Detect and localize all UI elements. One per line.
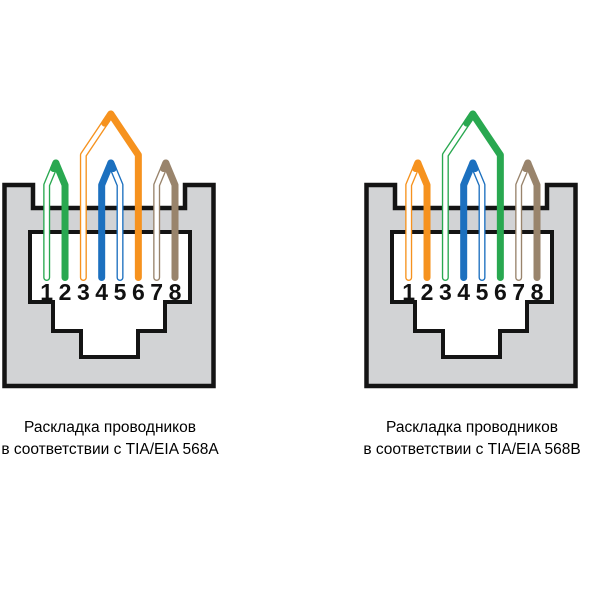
caption-568a-line-1: Раскладка проводников [24, 419, 196, 436]
pin-number-5: 5 [476, 279, 489, 305]
wire-pin-3-white-orange-white-core [81, 111, 114, 280]
pin-number-8: 8 [169, 279, 182, 305]
pin-number-5: 5 [114, 279, 127, 305]
pin-number-6: 6 [494, 279, 507, 305]
wire-pin-6-green [463, 110, 504, 281]
pin-number-4: 4 [95, 279, 108, 305]
caption-568b-line-2: в соответствии с TIA/EIA 568B [363, 440, 581, 458]
pin-number-1: 1 [402, 279, 415, 305]
caption-568b: Раскладка проводников в соответствии с T… [322, 417, 600, 460]
connector-cavity [28, 230, 192, 359]
connector-cavity [390, 230, 554, 359]
caption-568a: Раскладка проводников в соответствии с T… [0, 417, 260, 460]
wire-pin-2-orange [412, 159, 431, 281]
wire-pin-2-green [50, 159, 69, 281]
pin-number-2: 2 [421, 279, 434, 305]
pin-number-7: 7 [512, 279, 525, 305]
wire-pin-4-blue [98, 159, 117, 281]
pin-number-6: 6 [132, 279, 145, 305]
wire-pin-8-brown [522, 159, 541, 281]
pin-number-3: 3 [439, 279, 452, 305]
wire-pin-8-brown [160, 159, 179, 281]
wire-pin-4-blue [460, 159, 479, 281]
pin-number-2: 2 [59, 279, 72, 305]
pin-number-1: 1 [40, 279, 53, 305]
caption-568b-line-1: Раскладка проводников [386, 419, 558, 436]
pin-number-3: 3 [77, 279, 90, 305]
wire-pin-6-orange [101, 110, 142, 281]
caption-568a-line-2: в соответствии с TIA/EIA 568A [1, 440, 219, 458]
wire-pin-3-white-green-white-core [443, 111, 476, 280]
pin-number-4: 4 [457, 279, 470, 305]
pin-number-8: 8 [531, 279, 544, 305]
pin-number-7: 7 [150, 279, 163, 305]
